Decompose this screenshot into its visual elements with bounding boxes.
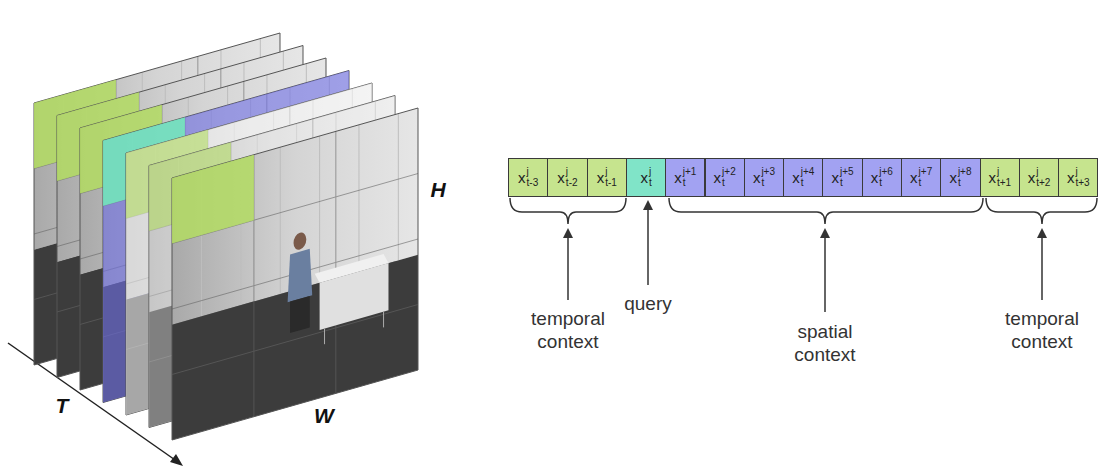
token-box: xj+5t — [822, 158, 862, 197]
token-box: xjt+1 — [980, 158, 1020, 197]
index-stack: j+1t — [683, 167, 697, 188]
token-label: xj+4t — [792, 167, 814, 188]
axis-label: W — [314, 404, 334, 428]
subscript-index: t-1 — [605, 178, 617, 188]
index-stack: jt+3 — [1075, 167, 1089, 188]
token-box: xj+2t — [705, 158, 745, 197]
token-symbol: x — [597, 170, 605, 185]
axis-label: T — [56, 394, 69, 418]
index-stack: j+5t — [840, 167, 854, 188]
context-label: temporal context — [513, 307, 623, 353]
token-box: xj+3t — [744, 158, 784, 197]
token-symbol: x — [518, 170, 526, 185]
token-box: xjt-3 — [508, 158, 548, 197]
subscript-index: t+1 — [997, 178, 1011, 188]
token-symbol: x — [1067, 170, 1075, 185]
superscript-index: j+7 — [919, 167, 933, 177]
index-stack: jt-3 — [527, 167, 539, 188]
token-label: xj+8t — [949, 167, 971, 188]
token-box: xj+1t — [665, 158, 705, 197]
subscript-index: t — [722, 178, 736, 188]
superscript-index: j — [527, 167, 539, 177]
token-box: xjt-1 — [587, 158, 627, 197]
superscript-index: j — [649, 167, 652, 177]
token-box: xj+8t — [940, 158, 980, 197]
token-label: xj+2t — [714, 167, 736, 188]
subscript-index: t — [919, 178, 933, 188]
token-label: xjt+2 — [1028, 167, 1051, 188]
token-box: xjt — [626, 158, 666, 197]
token-label: xj+6t — [871, 167, 893, 188]
token-symbol: x — [714, 170, 722, 185]
token-symbol: x — [831, 170, 839, 185]
subscript-index: t+2 — [1036, 178, 1050, 188]
index-stack: j+6t — [879, 167, 893, 188]
token-label: xjt-1 — [597, 167, 617, 188]
superscript-index: j+1 — [683, 167, 697, 177]
token-symbol: x — [988, 170, 996, 185]
subscript-index: t — [801, 178, 815, 188]
token-label: xjt+1 — [988, 167, 1011, 188]
subscript-index: t — [683, 178, 697, 188]
subscript-index: t — [840, 178, 854, 188]
superscript-index: j+4 — [801, 167, 815, 177]
token-label: xjt+3 — [1067, 167, 1090, 188]
token-box: xj+4t — [783, 158, 823, 197]
token-label: xj+1t — [674, 167, 696, 188]
query-label: query — [608, 292, 688, 315]
index-stack: jt+2 — [1036, 167, 1050, 188]
superscript-index: j — [1075, 167, 1089, 177]
index-stack: j+7t — [919, 167, 933, 188]
token-box: xjt+2 — [1019, 158, 1059, 197]
token-symbol: x — [871, 170, 879, 185]
superscript-index: j+2 — [722, 167, 736, 177]
token-symbol: x — [674, 170, 682, 185]
index-stack: j+4t — [801, 167, 815, 188]
token-label: xjt-3 — [518, 167, 538, 188]
token-symbol: x — [557, 170, 565, 185]
index-stack: jt-1 — [605, 167, 617, 188]
index-stack: jt+1 — [997, 167, 1011, 188]
context-label: spatial context — [765, 320, 885, 366]
index-stack: jt-2 — [566, 167, 578, 188]
subscript-index: t — [879, 178, 893, 188]
index-stack: j+8t — [958, 167, 972, 188]
subscript-index: t — [649, 178, 652, 188]
token-label: xj+3t — [753, 167, 775, 188]
index-stack: jt — [649, 167, 652, 188]
index-stack: j+2t — [722, 167, 736, 188]
token-symbol: x — [753, 170, 761, 185]
token-box: xj+6t — [862, 158, 902, 197]
superscript-index: j+6 — [879, 167, 893, 177]
token-label: xj+7t — [910, 167, 932, 188]
index-stack: j+3t — [761, 167, 775, 188]
token-box: xj+7t — [901, 158, 941, 197]
subscript-index: t — [958, 178, 972, 188]
subscript-index: t-2 — [566, 178, 578, 188]
superscript-index: j+3 — [761, 167, 775, 177]
subscript-index: t — [761, 178, 775, 188]
axis-label: H — [430, 178, 445, 202]
token-box: xjt-2 — [547, 158, 587, 197]
token-label: xjt — [640, 167, 651, 188]
superscript-index: j+8 — [958, 167, 972, 177]
context-label: temporal context — [987, 307, 1097, 353]
superscript-index: j — [997, 167, 1011, 177]
superscript-index: j — [605, 167, 617, 177]
superscript-index: j — [566, 167, 578, 177]
superscript-index: j — [1036, 167, 1050, 177]
token-symbol: x — [640, 170, 648, 185]
token-symbol: x — [910, 170, 918, 185]
token-label: xj+5t — [831, 167, 853, 188]
token-symbol: x — [792, 170, 800, 185]
subscript-index: t+3 — [1075, 178, 1089, 188]
subscript-index: t-3 — [527, 178, 539, 188]
superscript-index: j+5 — [840, 167, 854, 177]
token-label: xjt-2 — [557, 167, 577, 188]
token-symbol: x — [1028, 170, 1036, 185]
token-box: xjt+3 — [1058, 158, 1098, 197]
token-symbol: x — [949, 170, 957, 185]
